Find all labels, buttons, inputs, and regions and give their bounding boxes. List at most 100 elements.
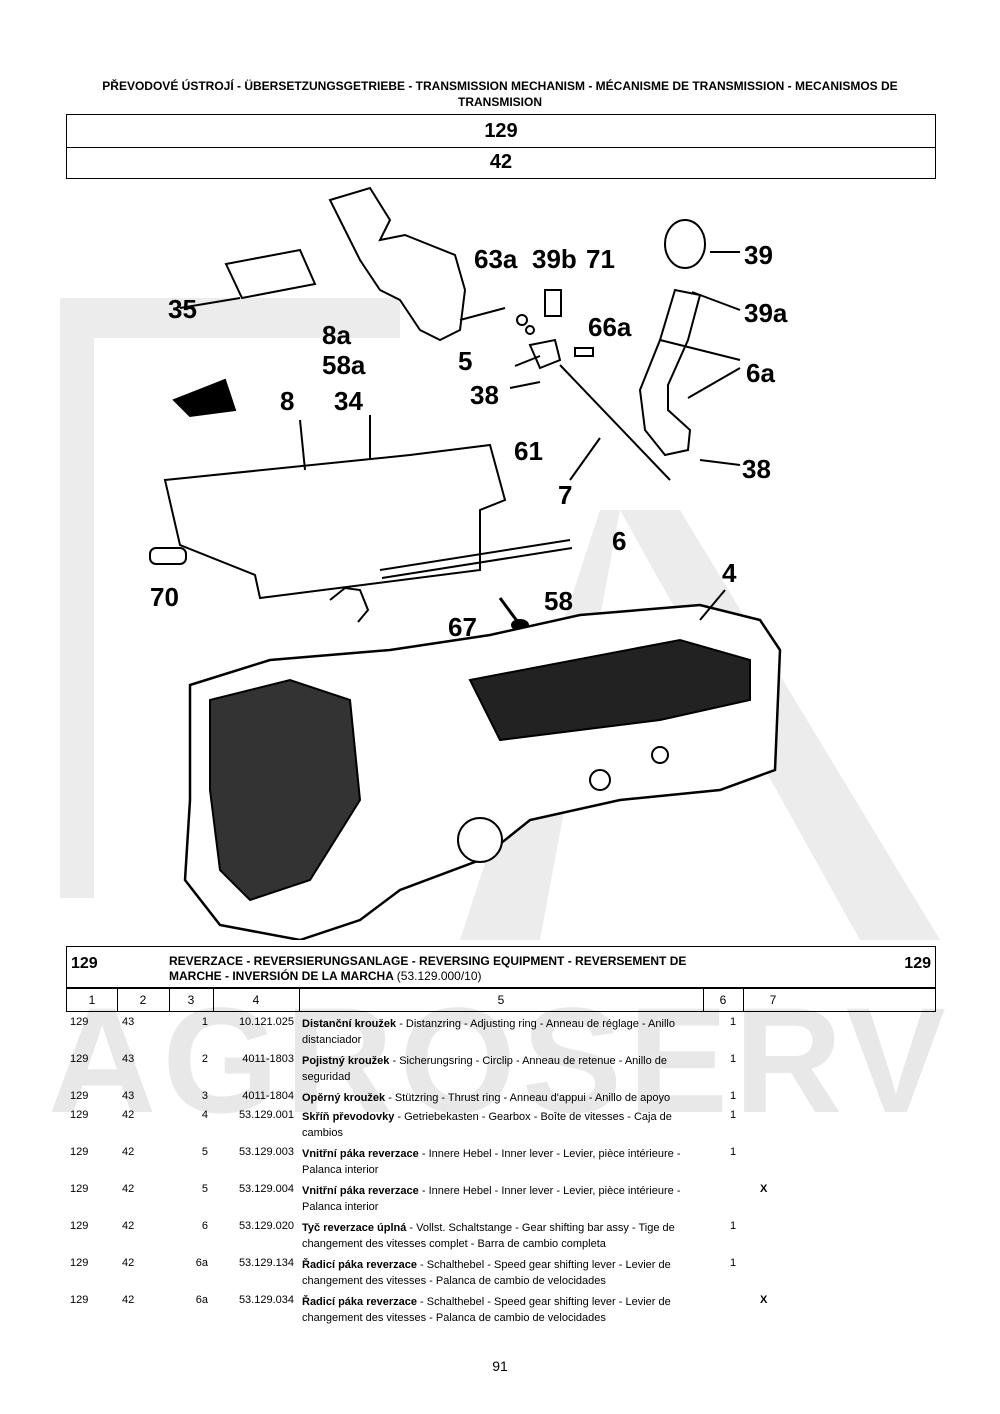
cell-position: 4 (201, 1109, 208, 1121)
callout-71: 71 (586, 244, 615, 274)
cell-figure: 42 (122, 1183, 135, 1195)
part-translations: - Distanzring - Adjusting ring - Anneau … (302, 1018, 675, 1046)
cell-part-number: 53.129.134 (238, 1257, 294, 1269)
column-header-4: 4 (252, 993, 260, 1007)
figure-number-box: 42 (66, 146, 936, 179)
part-name: Pojistný kroužek (302, 1055, 390, 1067)
part-translations: - Sicherungsring - Circlip - Anneau de r… (302, 1055, 668, 1083)
cell-part-number: 4011-1804 (242, 1090, 294, 1102)
part-name: Řadicí páka reverzace (302, 1259, 417, 1271)
part-translations: - Stützring - Thrust ring - Anneau d'app… (385, 1092, 671, 1104)
cell-quantity: 1 (729, 1016, 737, 1028)
cell-part-number: 53.129.020 (238, 1220, 294, 1232)
cell-figure: 43 (122, 1016, 135, 1028)
callout-58a: 58a (322, 350, 366, 380)
cell-position: 5 (201, 1146, 208, 1158)
cell-position: 6a (195, 1294, 208, 1306)
part-name: Tyč reverzace úplná (302, 1222, 407, 1234)
cell-part-number: 53.129.004 (238, 1183, 294, 1195)
section-number-left: 129 (71, 955, 98, 972)
cell-group: 129 (70, 1109, 89, 1121)
callout-6: 6 (612, 526, 626, 556)
callout-70: 70 (150, 582, 179, 612)
exploded-parts-diagram: 35 63a 39b 71 39 39a 8a 58a 66a 5 6a 38 … (60, 186, 940, 940)
part-name: Opěrný kroužek (302, 1092, 386, 1104)
section-number-right: 129 (904, 955, 931, 972)
cell-description: Vnitřní páka reverzace - Innere Hebel - … (302, 1146, 702, 1178)
page-number: 91 (492, 1358, 508, 1374)
callout-38-lower: 38 (742, 454, 771, 484)
cell-description: Tyč reverzace úplná - Vollst. Schaltstan… (302, 1220, 702, 1252)
cell-description: Řadicí páka reverzace - Schalthebel - Sp… (302, 1294, 702, 1326)
section-title-text: REVERZACE - REVERSIERUNGSANLAGE - REVERS… (169, 954, 687, 983)
part-translations: - Getriebekasten - Gearbox - Boîte de vi… (302, 1111, 672, 1139)
callout-5: 5 (458, 346, 472, 376)
cell-group: 129 (70, 1016, 89, 1028)
part-name: Distanční kroužek (302, 1018, 397, 1030)
table-row: 129 42 4 53.129.001 Skříň převodovky - G… (66, 1109, 934, 1146)
watermark-text: AGROSERVIS (48, 1005, 948, 1115)
table-row: 129 42 5 53.129.003 Vnitřní páka reverza… (66, 1146, 934, 1183)
cell-figure: 42 (122, 1146, 135, 1158)
cell-group: 129 (70, 1220, 89, 1232)
cell-description: Opěrný kroužek - Stützring - Thrust ring… (302, 1090, 702, 1106)
callout-58: 58 (544, 586, 573, 616)
cell-quantity: 1 (729, 1257, 737, 1269)
table-row: 129 43 2 4011-1803 Pojistný kroužek - Si… (66, 1053, 934, 1090)
cell-figure: 42 (122, 1109, 135, 1121)
cell-figure: 42 (122, 1257, 135, 1269)
cell-description: Pojistný kroužek - Sicherungsring - Circ… (302, 1053, 702, 1085)
group-number-box: 129 (66, 114, 936, 148)
cell-group: 129 (70, 1294, 89, 1306)
table-row: 129 42 5 53.129.004 Vnitřní páka reverza… (66, 1183, 934, 1220)
cell-quantity: 1 (729, 1109, 737, 1121)
callout-67: 67 (448, 612, 477, 642)
cell-note: X (760, 1294, 768, 1306)
callout-6a: 6a (746, 358, 775, 388)
callout-35: 35 (168, 294, 197, 324)
cell-position: 1 (201, 1016, 208, 1028)
cell-position: 3 (201, 1090, 208, 1102)
callout-34: 34 (334, 386, 363, 416)
cell-position: 6 (201, 1220, 208, 1232)
cell-part-number: 4011-1803 (242, 1053, 294, 1065)
callout-39b: 39b (532, 244, 577, 274)
column-header-1: 1 (88, 993, 96, 1007)
cell-part-number: 53.129.001 (238, 1109, 294, 1121)
section-title: REVERZACE - REVERSIERUNGSANLAGE - REVERS… (169, 954, 729, 984)
table-row: 129 43 1 10.121.025 Distanční kroužek - … (66, 1016, 934, 1053)
column-header-7: 7 (769, 993, 777, 1007)
callout-63a: 63a (474, 244, 518, 274)
part-translations: - Innere Hebel - Inner lever - Levier, p… (302, 1148, 681, 1176)
table-row: 129 42 6 53.129.020 Tyč reverzace úplná … (66, 1220, 934, 1257)
part-translations: - Vollst. Schaltstange - Gear shifting b… (302, 1222, 675, 1250)
cell-quantity: 1 (729, 1053, 737, 1065)
callout-8a: 8a (322, 320, 351, 350)
cell-figure: 42 (122, 1220, 135, 1232)
callout-8: 8 (280, 386, 294, 416)
cell-note: X (760, 1183, 768, 1195)
callout-39: 39 (744, 240, 773, 270)
cell-position: 5 (201, 1183, 208, 1195)
table-row: 129 42 6a 53.129.034 Řadicí páka reverza… (66, 1294, 934, 1331)
callout-61: 61 (514, 436, 543, 466)
callout-7: 7 (558, 480, 572, 510)
callout-4: 4 (722, 558, 737, 588)
cell-quantity: 1 (729, 1090, 737, 1102)
part-name: Řadicí páka reverzace (302, 1296, 417, 1308)
cell-part-number: 53.129.034 (238, 1294, 294, 1306)
cell-group: 129 (70, 1053, 89, 1065)
column-header-2: 2 (139, 993, 147, 1007)
cell-part-number: 53.129.003 (238, 1146, 294, 1158)
cell-quantity: 1 (729, 1220, 737, 1232)
cell-figure: 43 (122, 1053, 135, 1065)
document-title: PŘEVODOVÉ ÚSTROJÍ - ÜBERSETZUNGSGETRIEBE… (102, 79, 898, 109)
column-header-6: 6 (719, 993, 727, 1007)
cell-description: Distanční kroužek - Distanzring - Adjust… (302, 1016, 702, 1048)
cell-figure: 43 (122, 1090, 135, 1102)
cell-position: 2 (201, 1053, 208, 1065)
table-row: 129 42 6a 53.129.134 Řadicí páka reverza… (66, 1257, 934, 1294)
cell-quantity: 1 (729, 1146, 737, 1158)
cell-group: 129 (70, 1146, 89, 1158)
part-translations: - Innere Hebel - Inner lever - Levier, p… (302, 1185, 681, 1213)
